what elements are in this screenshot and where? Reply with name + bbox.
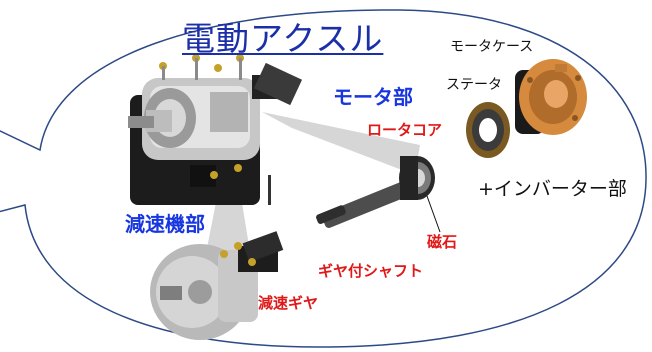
callout-wedge-motor bbox=[262, 112, 420, 175]
rotor-core-label: ロータコア bbox=[367, 121, 443, 139]
e-axle-assembly-image bbox=[128, 54, 303, 205]
motor-case-label: モータケース bbox=[450, 39, 534, 55]
magnet-leader-line bbox=[426, 195, 441, 233]
reduction-gear-unit-image bbox=[150, 231, 284, 340]
reduction-section-label: 減速機部 bbox=[125, 212, 205, 236]
gear-shaft-label: ギヤ付シャフト bbox=[318, 262, 424, 280]
reduction-gear-label: 減速ギヤ bbox=[258, 294, 319, 312]
stator-label: ステータ bbox=[446, 77, 502, 93]
rotor-shaft-image bbox=[316, 156, 435, 228]
motor-section-label: モータ部 bbox=[333, 85, 413, 109]
magnet-label: 磁石 bbox=[427, 233, 458, 251]
motor-case-image bbox=[515, 59, 587, 135]
inverter-section-label: +インバーター部 bbox=[478, 178, 627, 200]
stator-image bbox=[466, 102, 510, 158]
diagram-title: 電動アクスル bbox=[182, 19, 384, 58]
